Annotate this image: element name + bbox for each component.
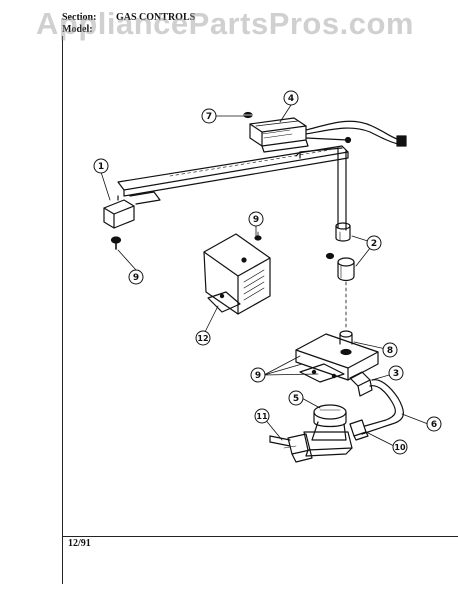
callout-2: 2 [366,235,382,251]
callout-5-label: 5 [293,394,299,404]
coupling-2 [337,257,355,282]
callout-12: 12 [195,330,211,346]
frame-bottom-rule [62,536,458,537]
section-value: GAS CONTROLS [116,12,196,23]
callout-12-label: 12 [197,334,208,343]
callout-9-valve-label: 9 [255,371,261,381]
footer-date: 12/91 [68,538,91,549]
safety-valve [295,330,379,383]
callout-7-label: 7 [206,112,212,122]
callout-3: 3 [388,365,404,381]
callout-3-label: 3 [393,369,399,379]
watermark-text: AppliancePartsPros.com [36,6,414,41]
model-label: Model: [62,24,93,35]
callout-10-label: 10 [394,443,406,452]
callout-9-shield: 9 [248,211,264,227]
callout-1: 1 [93,158,109,174]
fitting-3 [349,371,373,397]
screw-2 [325,252,335,260]
callout-leaders [100,104,429,448]
callout-5: 5 [288,390,304,406]
shield-cover [203,233,271,315]
screw-9-left [110,236,122,250]
gas-tube [357,379,404,435]
callout-9-valve: 9 [250,367,266,383]
callout-6: 6 [426,416,442,432]
callout-10: 10 [392,439,408,455]
tube-sleeve [335,222,351,242]
callout-11-label: 11 [256,412,268,421]
callout-9-left-label: 9 [133,273,139,283]
callout-7: 7 [201,108,217,124]
callout-2-label: 2 [371,239,377,249]
callout-4: 4 [283,90,299,106]
block-bracket [261,139,309,153]
mounting-bracket [103,191,161,229]
section-label: Section: [62,12,97,23]
callout-8-label: 8 [387,346,393,356]
screw-9-shield [254,231,262,241]
callout-8: 8 [382,342,398,358]
callout-9-shield-label: 9 [253,215,259,225]
callout-4-label: 4 [288,94,294,104]
screw-7 [243,111,253,119]
valve-stem-11 [269,433,313,463]
burner-tube [117,145,349,231]
callout-6-label: 6 [431,420,437,430]
callout-11: 11 [254,408,270,424]
igniter-block [249,117,407,147]
callout-1-label: 1 [98,162,104,172]
frame-left-border [62,36,63,584]
callout-9-left: 9 [128,269,144,285]
regulator [303,404,353,457]
